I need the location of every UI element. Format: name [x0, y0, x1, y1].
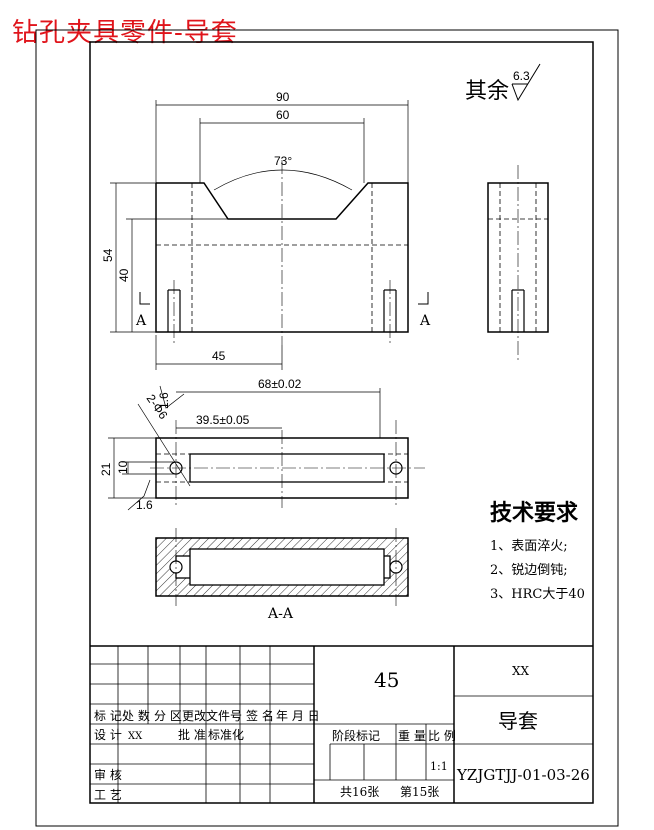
outer-border [35, 29, 619, 827]
roughness-label: 其余 [465, 79, 509, 104]
sheet-number: 第15张 [400, 785, 439, 799]
scale-value: 1:1 [430, 760, 448, 773]
requirement-item: 1、表面淬火; [490, 539, 568, 554]
roughness-symbol: 其余 6.3 [465, 63, 541, 104]
dim-21: 21 [99, 462, 113, 476]
approve-label: 批 准 [178, 727, 206, 742]
header-zone: 分 区 [154, 709, 182, 723]
requirements-title: 技术要求 [490, 500, 579, 526]
header-doc: 更改文件号 [182, 708, 242, 723]
roughness-value: 6.3 [513, 69, 530, 83]
section-label: A-A [267, 606, 294, 622]
inner-border [89, 41, 594, 804]
sheet-count: 共16张 [340, 785, 379, 799]
weight-label: 重 量 [398, 729, 426, 743]
drawing-number: YZJGTJJ-01-03-26 [456, 766, 590, 784]
dim-10: 10 [116, 460, 130, 474]
drawing-title: 钻孔夹具零件-导套 [12, 18, 238, 48]
section-marks [139, 292, 429, 305]
dim-68: 68±0.02 [258, 377, 302, 391]
design-by: XX [128, 731, 143, 742]
header-mark: 标 记 [94, 709, 122, 723]
title-block [90, 645, 593, 803]
material: 45 [374, 668, 399, 692]
process-label: 工 艺 [94, 788, 122, 802]
dim-60: 60 [276, 108, 290, 122]
design-label: 设 计 [94, 728, 122, 742]
dim-45: 45 [212, 349, 226, 363]
std-label: 标准化 [208, 728, 244, 742]
top-view [150, 420, 425, 508]
top-dimensions [108, 385, 381, 511]
dim-39-5: 39.5±0.05 [196, 413, 250, 427]
technical-requirements: 技术要求 1、表面淬火; 2、锐边倒钝; 3、HRC大于40 [490, 495, 585, 607]
header-qty: 处 数 [122, 708, 150, 723]
company: XX [512, 664, 530, 678]
side-view [487, 165, 549, 360]
section-view [155, 528, 409, 606]
front-dimensions [110, 100, 409, 370]
check-label: 审 核 [94, 767, 122, 782]
requirement-item: 2、锐边倒钝; [490, 563, 568, 578]
part-name: 导套 [498, 709, 538, 733]
dim-40: 40 [117, 268, 131, 282]
header-sign: 签 名 [246, 708, 274, 723]
dim-angle: 73° [274, 154, 292, 168]
stage-label: 阶段标记 [332, 728, 380, 743]
dim-90: 90 [276, 90, 290, 104]
section-mark-right: A [419, 313, 431, 329]
front-view [155, 160, 409, 345]
dim-54: 54 [101, 248, 115, 262]
dim-roughness-2: 1.6 [136, 498, 153, 512]
requirement-item: 3、HRC大于40 [490, 587, 585, 602]
section-mark-left: A [135, 313, 147, 329]
dim-roughness-1: 1.6 [157, 392, 171, 409]
scale-label: 比 例 [428, 729, 456, 743]
header-date: 年 月 日 [276, 709, 320, 723]
